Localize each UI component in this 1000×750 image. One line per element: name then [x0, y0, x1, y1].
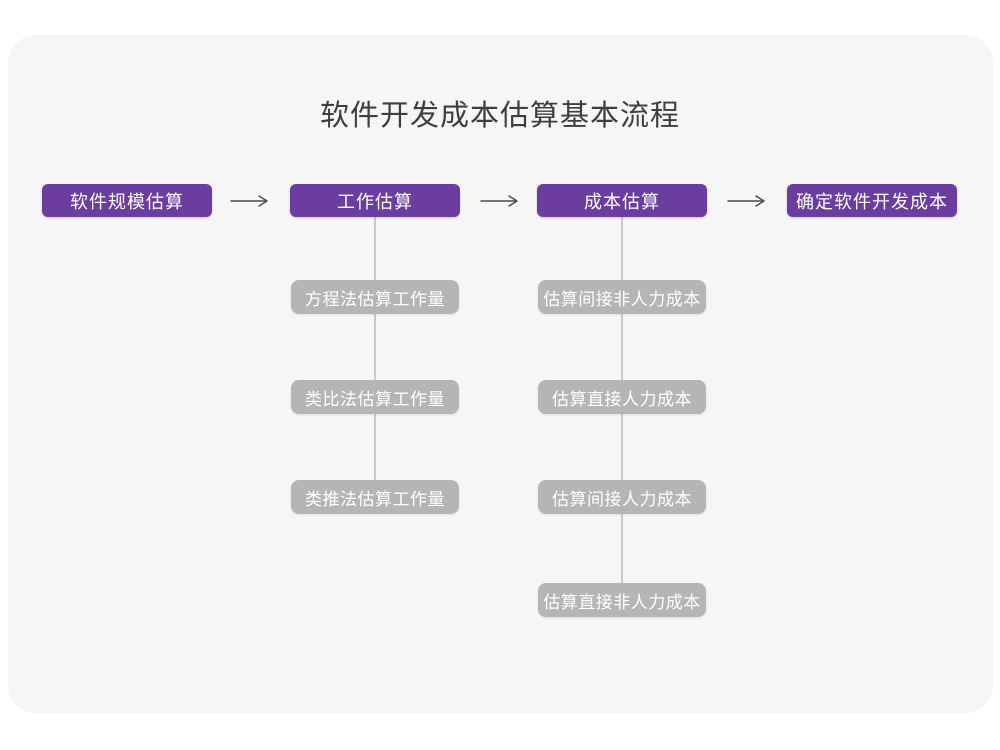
diagram-title: 软件开发成本估算基本流程	[319, 100, 680, 132]
flow-arrow-icon	[230, 195, 268, 207]
connector-line-work	[374, 217, 376, 482]
work-method-extrapolation: 类推法估算工作量	[291, 480, 459, 514]
flow-step-cost-estimation: 成本估算	[537, 184, 707, 217]
flow-arrow-icon	[480, 195, 518, 207]
cost-step-indirect-nonlabor: 估算间接非人力成本	[538, 280, 706, 314]
cost-step-indirect-labor: 估算间接人力成本	[538, 480, 706, 514]
cost-step-direct-labor: 估算直接人力成本	[538, 380, 706, 414]
flow-arrow-icon	[727, 195, 765, 207]
flow-step-software-scale-estimation: 软件规模估算	[42, 184, 212, 217]
flow-step-determine-development-cost: 确定软件开发成本	[787, 184, 957, 217]
flowchart-card	[8, 35, 993, 713]
cost-step-direct-nonlabor: 估算直接非人力成本	[538, 583, 706, 617]
flow-step-work-estimation: 工作估算	[290, 184, 460, 217]
work-method-analogy: 类比法估算工作量	[291, 380, 459, 414]
work-method-equation: 方程法估算工作量	[291, 280, 459, 314]
